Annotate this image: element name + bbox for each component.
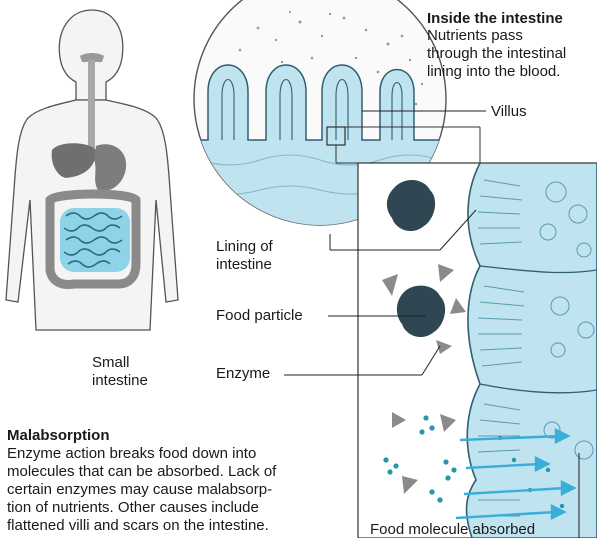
food-molecule-label: Food molecule absorbed [370,521,535,539]
lining-label: Lining of intestine [216,238,273,274]
malabsorption-title: Malabsorption [7,427,110,445]
enzyme-label: Enzyme [216,365,270,383]
esophagus [88,60,95,148]
inset-description: Nutrients pass through the intestinal li… [427,27,566,81]
detail-panel [358,163,597,538]
malabsorption-text: Enzyme action breaks food down into mole… [7,445,357,535]
body-figure [6,10,178,330]
small-intestine-label: Small intestine [92,354,148,390]
villus-label: Villus [491,103,527,121]
food-particle-label: Food particle [216,307,303,325]
inset-title: Inside the intestine [427,10,563,28]
